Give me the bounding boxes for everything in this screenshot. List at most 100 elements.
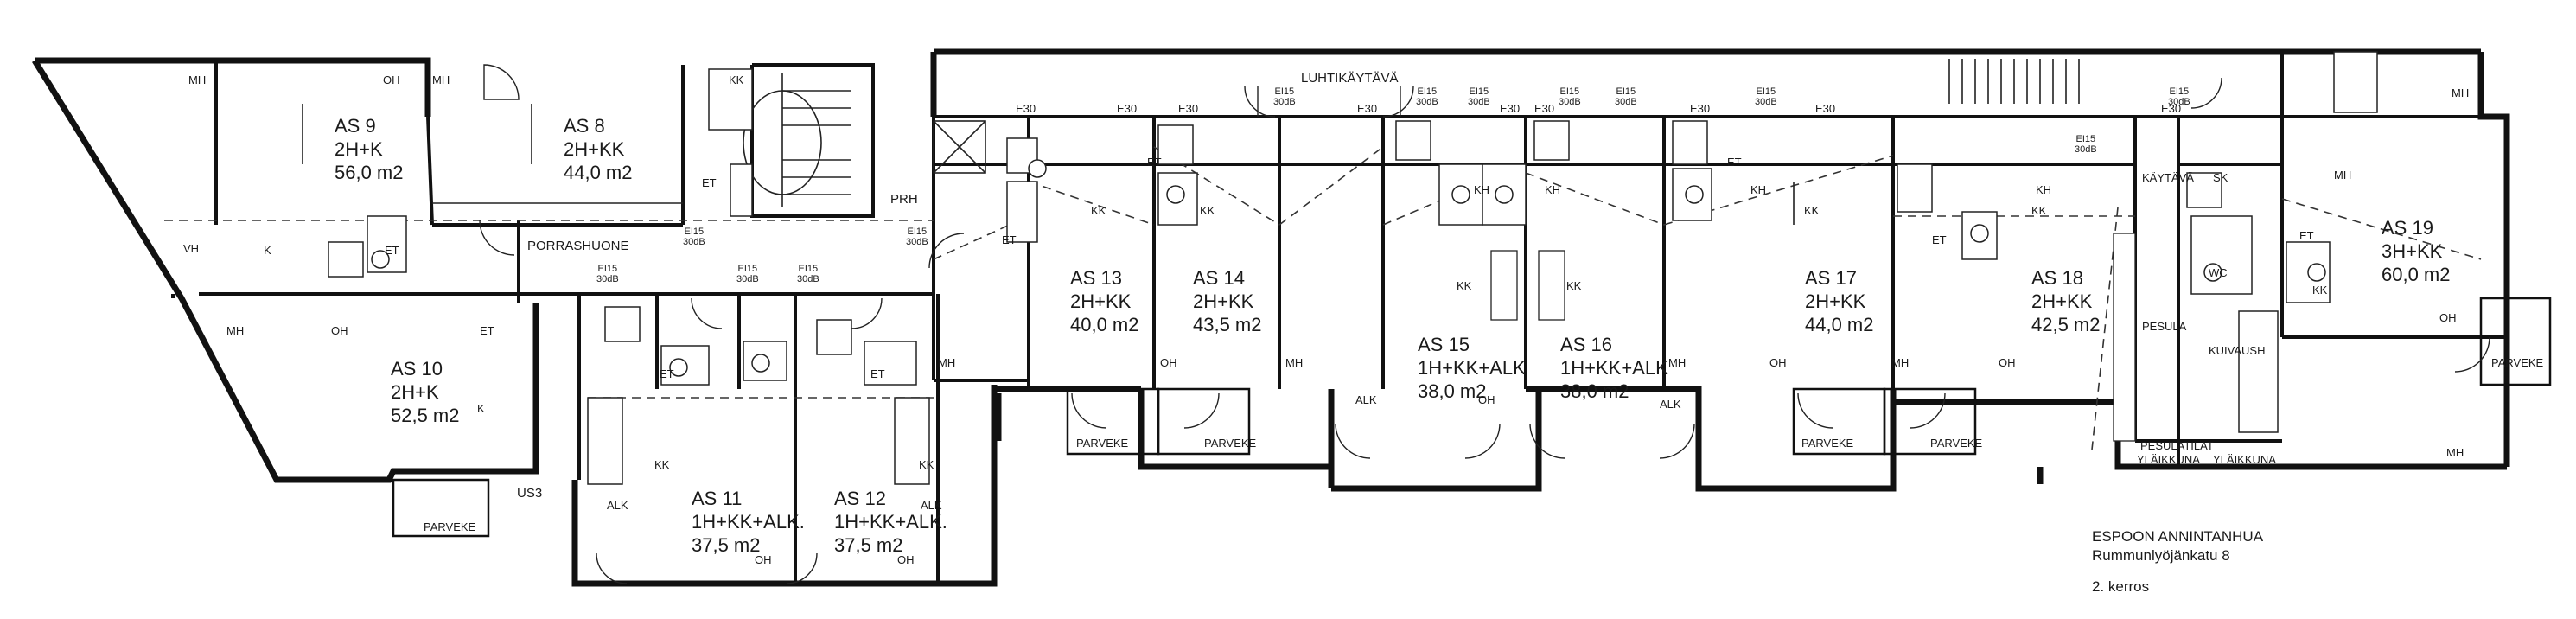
apartment-type: 2H+KK <box>1805 290 1866 312</box>
ylaikkuna-label: YLÄIKKUNA <box>2137 453 2200 466</box>
room-code-kk: KK <box>1566 279 1582 292</box>
room-code-alk: ALK <box>1660 398 1681 411</box>
room-code-et: ET <box>660 367 674 380</box>
apartment-area: 37,5 m2 <box>692 534 761 556</box>
pesulatilat-label: PESULATILAT <box>2140 439 2214 452</box>
apartment-as11: AS 11 1H+KK+ALK. 37,5 m2 <box>692 487 805 557</box>
apartment-area: 38,0 m2 <box>1418 380 1487 402</box>
apartment-area: 40,0 m2 <box>1070 314 1139 335</box>
room-code-et: ET <box>702 176 717 189</box>
balconies <box>392 297 2552 538</box>
apartment-as17: AS 17 2H+KK 44,0 m2 <box>1805 266 1874 336</box>
room-code-kk: KK <box>2312 284 2328 297</box>
room-code-parveke: PARVEKE <box>1076 437 1129 450</box>
room-code-oh: OH <box>755 553 772 566</box>
apartment-area: 44,0 m2 <box>1805 314 1874 335</box>
room-code-mh: MH <box>1668 356 1687 369</box>
room-code-oh: OH <box>2439 311 2457 324</box>
pesula-label: PESULA <box>2142 320 2187 333</box>
room-code-et: ET <box>385 244 399 257</box>
room-code-kk: KK <box>729 73 744 86</box>
room-code-oh: OH <box>1999 356 2016 369</box>
door-code-e30: E30 <box>1534 102 1555 115</box>
apartment-type: 2H+KK <box>1070 290 1132 312</box>
title-block: ESPOON ANNINTANHUA Rummunlyöjänkatu 8 2.… <box>2092 527 2263 597</box>
apartment-type: 2H+K <box>391 381 439 403</box>
apartment-area: 56,0 m2 <box>335 162 404 183</box>
room-code-mh: MH <box>1285 356 1304 369</box>
apartment-area: 43,5 m2 <box>1193 314 1262 335</box>
room-code-parveke: PARVEKE <box>1204 437 1257 450</box>
apartment-as18: AS 18 2H+KK 42,5 m2 <box>2031 266 2101 336</box>
room-code-alk: ALK <box>607 499 628 512</box>
room-code-parveke: PARVEKE <box>424 520 476 533</box>
room-code-et: ET <box>1147 156 1162 169</box>
room-code-kk: KK <box>1091 204 1106 217</box>
room-code-parveke: PARVEKE <box>2491 356 2544 369</box>
door-code-e30: E30 <box>1178 102 1199 115</box>
apartment-as9: AS 9 2H+K 56,0 m2 <box>335 114 404 184</box>
room-code-kk: KK <box>1200 204 1215 217</box>
apartment-type: 3H+KK <box>2382 240 2443 262</box>
room-code-alk: ALK <box>921 499 942 512</box>
apartment-type: 1H+KK+ALK. <box>834 511 947 533</box>
apartment-type: 1H+KK+ALK <box>1560 357 1668 379</box>
apartment-name: AS 8 <box>564 115 605 137</box>
room-code-oh: OH <box>1160 356 1177 369</box>
apartment-area: 60,0 m2 <box>2382 264 2451 285</box>
apartment-area: 38,0 m2 <box>1560 380 1629 402</box>
apartment-name: AS 10 <box>391 358 443 380</box>
door-code-e30: E30 <box>1016 102 1036 115</box>
door-code-e30: E30 <box>2161 102 2182 115</box>
room-code-vh: VH <box>183 242 200 255</box>
apartment-as12: AS 12 1H+KK+ALK. 37,5 m2 <box>834 487 947 557</box>
kuivaush-label: KUIVAUSH <box>2209 344 2266 357</box>
apartment-as10: AS 10 2H+K 52,5 m2 <box>391 357 460 427</box>
apartment-type: 2H+KK <box>564 138 625 160</box>
room-code-mh: MH <box>188 73 207 86</box>
apartment-name: AS 15 <box>1418 334 1470 355</box>
apartment-as19: AS 19 3H+KK 60,0 m2 <box>2382 216 2451 286</box>
apartment-area: 44,0 m2 <box>564 162 633 183</box>
room-code-oh: OH <box>897 553 915 566</box>
room-code-kk: KK <box>1804 204 1820 217</box>
room-code-mh: MH <box>2452 86 2470 99</box>
apartment-type: 1H+KK+ALK <box>1418 357 1526 379</box>
kaytava-label: KÄYTÄVÄ <box>2142 171 2194 184</box>
room-code-alk: ALK <box>1355 393 1377 406</box>
room-code-kh: KH <box>1545 183 1561 196</box>
room-code-k: K <box>264 244 271 257</box>
room-code-kk: KK <box>654 458 670 471</box>
apartment-type: 1H+KK+ALK. <box>692 511 805 533</box>
doors <box>479 64 2490 584</box>
apartment-type: 2H+K <box>335 138 383 160</box>
room-code-et: ET <box>480 324 494 337</box>
room-code-kh: KH <box>1750 183 1767 196</box>
apartment-type: 2H+KK <box>2031 290 2093 312</box>
prh-label: PRH <box>890 192 918 207</box>
apartment-as14: AS 14 2H+KK 43,5 m2 <box>1193 266 1262 336</box>
door-code-e30: E30 <box>1690 102 1711 115</box>
room-code-mh: MH <box>432 73 450 86</box>
apartment-as13: AS 13 2H+KK 40,0 m2 <box>1070 266 1139 336</box>
room-code-oh: OH <box>1769 356 1787 369</box>
luhtikaytava-label: LUHTIKÄYTÄVÄ <box>1301 71 1399 86</box>
room-code-et: ET <box>2299 229 2314 242</box>
project-address: Rummunlyöjänkatu 8 <box>2092 547 2230 564</box>
wardrobe-lines <box>302 104 1795 225</box>
apartment-name: AS 12 <box>834 488 886 509</box>
room-code-kk: KK <box>1457 279 1472 292</box>
room-code-oh: OH <box>331 324 348 337</box>
apartment-name: AS 13 <box>1070 267 1122 289</box>
